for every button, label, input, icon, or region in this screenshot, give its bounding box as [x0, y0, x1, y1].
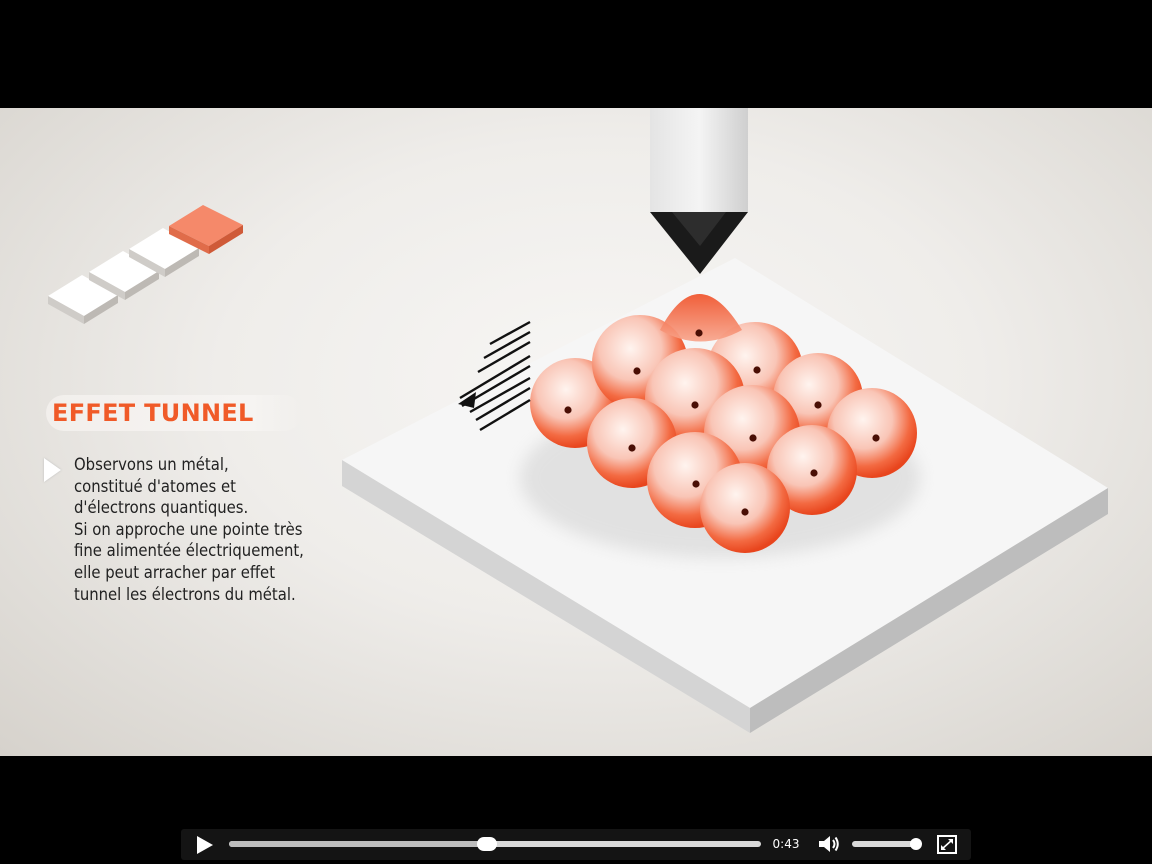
seek-handle[interactable] [477, 837, 498, 851]
current-time: 0:43 [772, 837, 800, 851]
probe-tip [650, 108, 748, 274]
description-line: elle peut arracher par effet [74, 562, 276, 582]
video-frame[interactable]: EFFET TUNNEL Observons un métal, constit… [0, 108, 1152, 756]
volume-slider[interactable] [852, 838, 923, 850]
seek-played [229, 841, 488, 847]
seek-bar[interactable] [229, 837, 761, 851]
description-line: Observons un métal, [74, 455, 229, 474]
title-banner [46, 395, 302, 431]
bullet-arrow-icon [44, 458, 61, 482]
volume-handle[interactable] [910, 838, 923, 850]
description-line: fine alimentée électriquement, [74, 541, 304, 561]
atom-cluster [530, 294, 917, 553]
speaker-icon[interactable] [817, 834, 841, 854]
step-indicator [48, 205, 243, 324]
description-line: tunnel les électrons du métal. [74, 584, 296, 604]
player-controls: 0:43 [181, 829, 971, 860]
fullscreen-icon[interactable] [937, 835, 957, 854]
play-icon[interactable] [197, 836, 213, 854]
video-description: Observons un métal, constitué d'atomes e… [74, 454, 364, 605]
video-title: EFFET TUNNEL [52, 399, 254, 427]
description-line: d'électrons quantiques. [74, 498, 249, 518]
description-line: Si on approche une pointe très [74, 519, 303, 539]
scene-illustration [48, 108, 1108, 733]
description-line: constitué d'atomes et [74, 476, 236, 496]
